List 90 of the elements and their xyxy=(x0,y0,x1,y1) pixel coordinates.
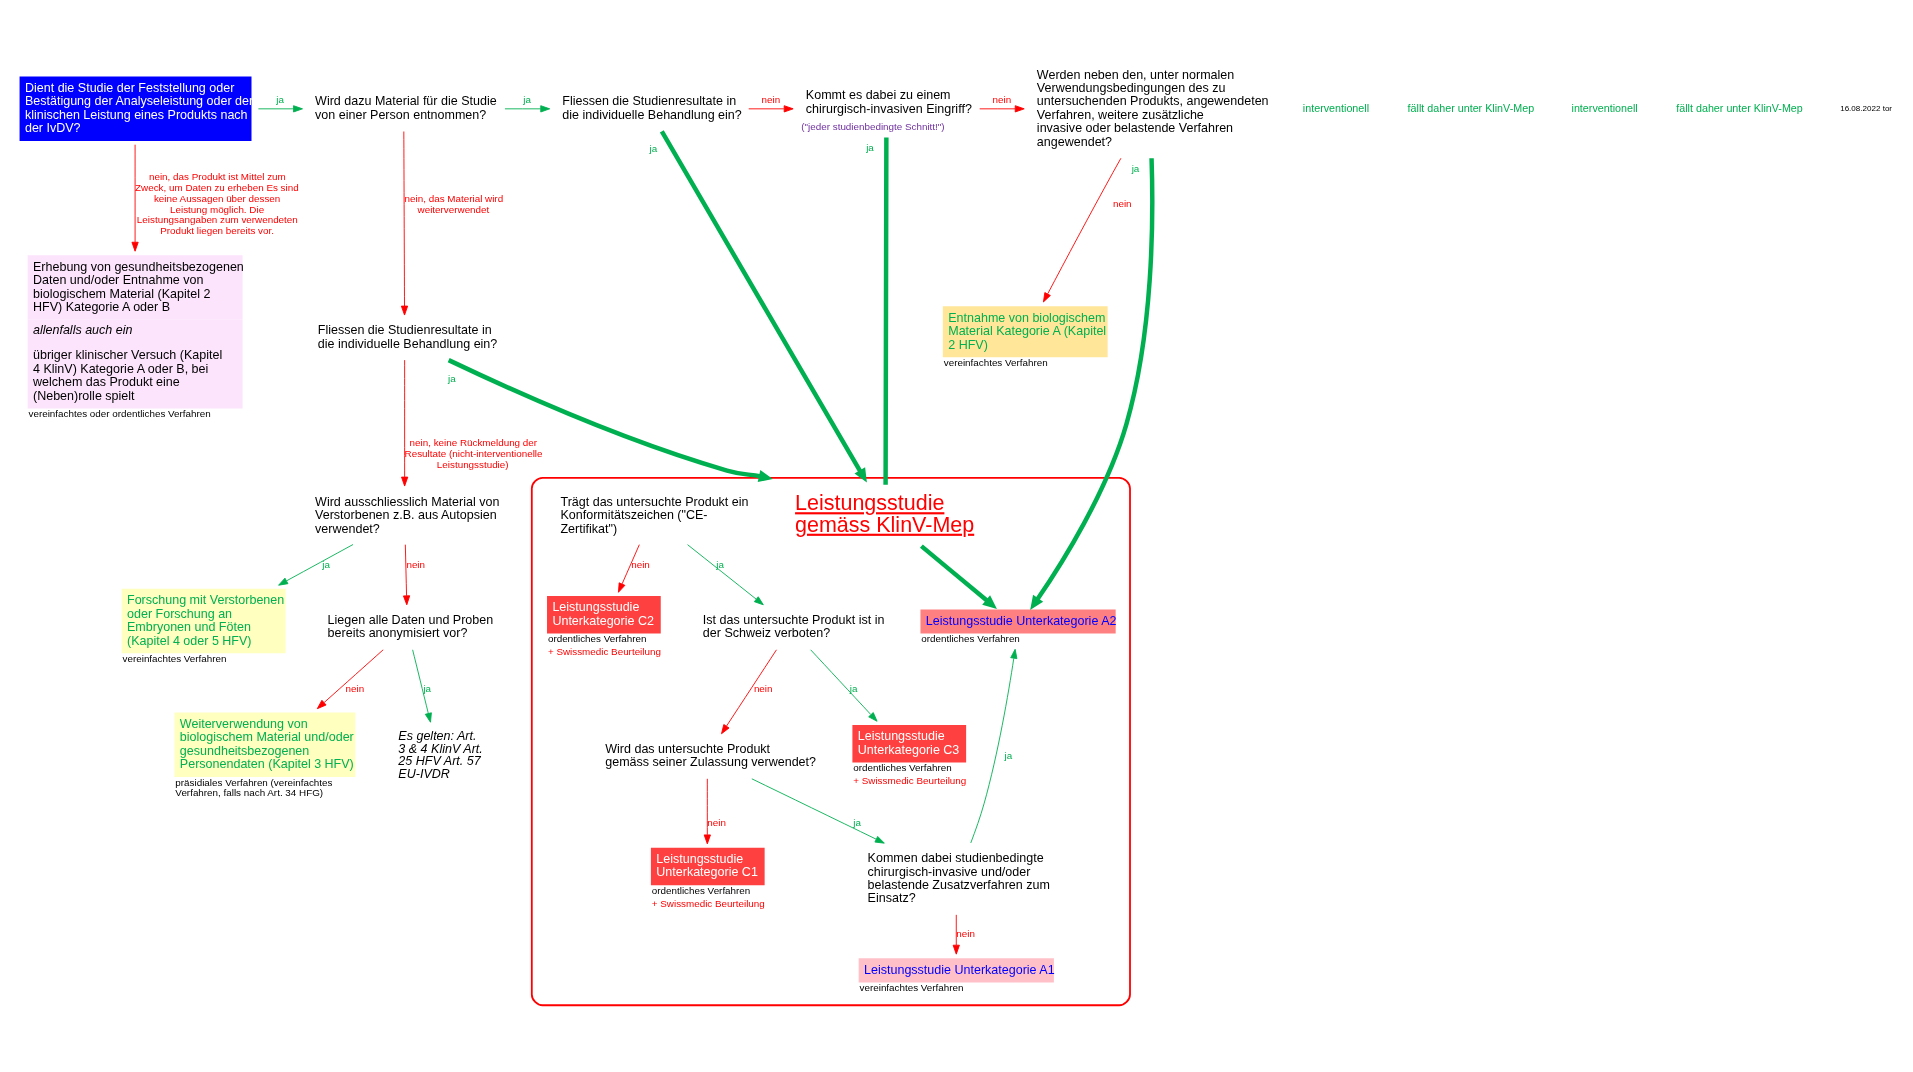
edge-label: nein xyxy=(1112,198,1132,210)
edge-label: ja xyxy=(1131,163,1140,175)
node-text: Trägt das untersuchte Produkt ein Konformitätszeichen ("CE-Zertifikat") xyxy=(560,494,749,536)
node-box: Leistungsstudie Unterkategorie C2 xyxy=(547,596,661,634)
node-box: Entnahme von biologischem Material Kategorie A (Kapitel 2 HFV) xyxy=(942,306,1108,358)
label: 16.08.2022 tor xyxy=(1840,103,1893,113)
node-box: Leistungsstudie Unterkategorie A1 xyxy=(858,958,1054,983)
edge-label: nein xyxy=(631,559,650,571)
arrow xyxy=(970,648,1018,844)
arrow xyxy=(952,914,960,955)
node-box: Weiterverwendung von biologischem Material und/oder gesundheitsbezogenen Personendaten (Kapitel 3 HFV) xyxy=(174,712,356,777)
node-text: Fliessen die Studienresultate in die individuelle Behandlung ein? xyxy=(562,94,742,122)
node-text: Kommt es dabei zu einem chirurgisch-invasiven Eingriff? xyxy=(805,88,972,116)
arrow xyxy=(400,131,409,316)
edge-label: ja xyxy=(276,94,285,106)
edge-label: nein xyxy=(956,928,975,940)
edge-label: nein xyxy=(992,94,1012,106)
node-label: präsidiales Verfahren (vereinfachtes Verfahren, falls nach Art. 34 HFG) xyxy=(175,776,333,799)
arrow xyxy=(703,778,711,845)
edge-label: ja xyxy=(849,682,858,694)
node-text: Fliessen die Studienresultate in die individuelle Behandlung ein? xyxy=(317,323,498,351)
arrow xyxy=(810,649,878,722)
node-label: + Swissmedic Beurteilung xyxy=(651,897,765,909)
node-text: Es gelten: Art. 3 & 4 KlinV Art. 25 HFV Art. 57 EU-IVDR xyxy=(398,729,483,781)
node-box: Leistungsstudie Unterkategorie A2 xyxy=(920,609,1116,634)
edge-label: ja xyxy=(866,142,874,154)
arrow xyxy=(748,105,794,113)
arrow xyxy=(751,778,885,844)
node-box: Leistungsstudie Unterkategorie C1 xyxy=(650,847,765,886)
edge-label: nein, das Produkt ist Mittel zum Zweck, um Daten zu erheben Es sind keine Aussagen über dessen Leistung möglich. Die Leistungsangaben zum verwendeten Produkt liegen bereits vor. xyxy=(135,171,299,237)
node-label: vereinfachtes Verfahren xyxy=(122,653,227,665)
edge-label: nein xyxy=(753,682,773,694)
arrow xyxy=(659,130,867,483)
arrow xyxy=(412,649,432,723)
node-box: Forschung mit Verstorbenen oder Forschung an Embryonen und Föten (Kapitel 4 oder 5 HFV) xyxy=(121,588,286,654)
edge-label: nein xyxy=(406,559,426,571)
node-label: ordentliches Verfahren xyxy=(547,633,647,645)
arrow xyxy=(131,144,139,252)
node-label: vereinfachtes oder ordentliches Verfahren xyxy=(28,408,211,420)
connector xyxy=(883,137,889,485)
edge-label: ja xyxy=(322,559,330,571)
arrow xyxy=(618,544,640,593)
edge-label: nein, das Material wird weiterverwendet xyxy=(404,192,504,215)
edge-label: nein xyxy=(707,816,726,828)
arrow xyxy=(257,105,303,113)
arrow xyxy=(687,544,764,606)
edge-label: ja xyxy=(523,94,531,106)
node-text: Ist das untersuchte Produkt ist in der Schweiz verboten? xyxy=(702,612,885,641)
cluster xyxy=(530,476,1131,1007)
edge-label: nein, keine Rückmeldung der Resultate (nicht-interventionelle Leistungsstudie) xyxy=(404,437,543,470)
edge-label: ja xyxy=(1004,749,1013,761)
edge-label: ja xyxy=(716,559,724,571)
node-text: Werden neben den, unter normalen Verwendungsbedingungen des zu untersuchenden Produkts, angewendeten Verfahren, weitere zusätzliche invasive oder belastende Verfahren angewendet? xyxy=(1036,67,1269,149)
arrow xyxy=(1030,158,1155,610)
arrow xyxy=(504,105,551,113)
label: interventionell xyxy=(1571,101,1638,114)
node-text: Liegen alle Daten und Proben bereits anonymisiert vor? xyxy=(327,612,494,641)
node-label: + Swissmedic Beurteilung xyxy=(547,645,661,657)
label: fällt daher unter KlinV-Mep xyxy=(1676,101,1803,114)
node-label: ordentliches Verfahren xyxy=(853,762,952,774)
node-text: Leistungsstudie gemäss KlinV-Mep xyxy=(795,491,975,537)
arrow xyxy=(721,649,777,735)
arrow xyxy=(919,544,997,609)
arrow xyxy=(447,358,773,482)
label: fällt daher unter KlinV-Mep xyxy=(1407,101,1535,114)
node-label: + Swissmedic Beurteilung xyxy=(853,774,967,786)
node-label: vereinfachtes Verfahren xyxy=(859,982,964,994)
node-text: Wird dazu Material für die Studie von einer Person entnommen? xyxy=(315,94,497,122)
arrow xyxy=(278,544,354,586)
edge-label: nein xyxy=(345,682,365,694)
node-text: Wird das untersuchte Produkt gemäss seiner Zulassung verwendet? xyxy=(605,741,817,770)
arrow xyxy=(403,544,411,606)
arrow xyxy=(316,649,384,710)
arrow xyxy=(401,359,409,487)
node-label: ordentliches Verfahren xyxy=(651,885,751,897)
node-box: Dient die Studie der Feststellung oder Bestätigung der Analyseleistung oder der klinischen Leistung eines Produkts nach der IvDV? xyxy=(19,76,252,142)
edge-label: ja xyxy=(447,373,456,385)
edge-label: nein xyxy=(761,94,781,106)
label: interventionell xyxy=(1302,101,1370,114)
edge-label: ja xyxy=(853,816,861,828)
arrow xyxy=(1043,157,1122,303)
edge-label: ja xyxy=(423,682,432,694)
node-box: Leistungsstudie Unterkategorie C3 xyxy=(852,724,967,763)
arrow xyxy=(979,105,1025,113)
node-label: ordentliches Verfahren xyxy=(921,633,1020,645)
node-label: ("jeder studienbedingte Schnitt!") xyxy=(801,121,945,133)
edge-label: ja xyxy=(649,142,658,154)
node-text: Wird ausschliesslich Material von Verstorbenen z.B. aus Autopsien verwendet? xyxy=(315,494,500,536)
node-text: Kommen dabei studienbedingte chirurgisch-invasive und/oder belastende Zusatzverfahren zum Einsatz? xyxy=(867,851,1050,906)
node-label: vereinfachtes Verfahren xyxy=(943,357,1048,369)
